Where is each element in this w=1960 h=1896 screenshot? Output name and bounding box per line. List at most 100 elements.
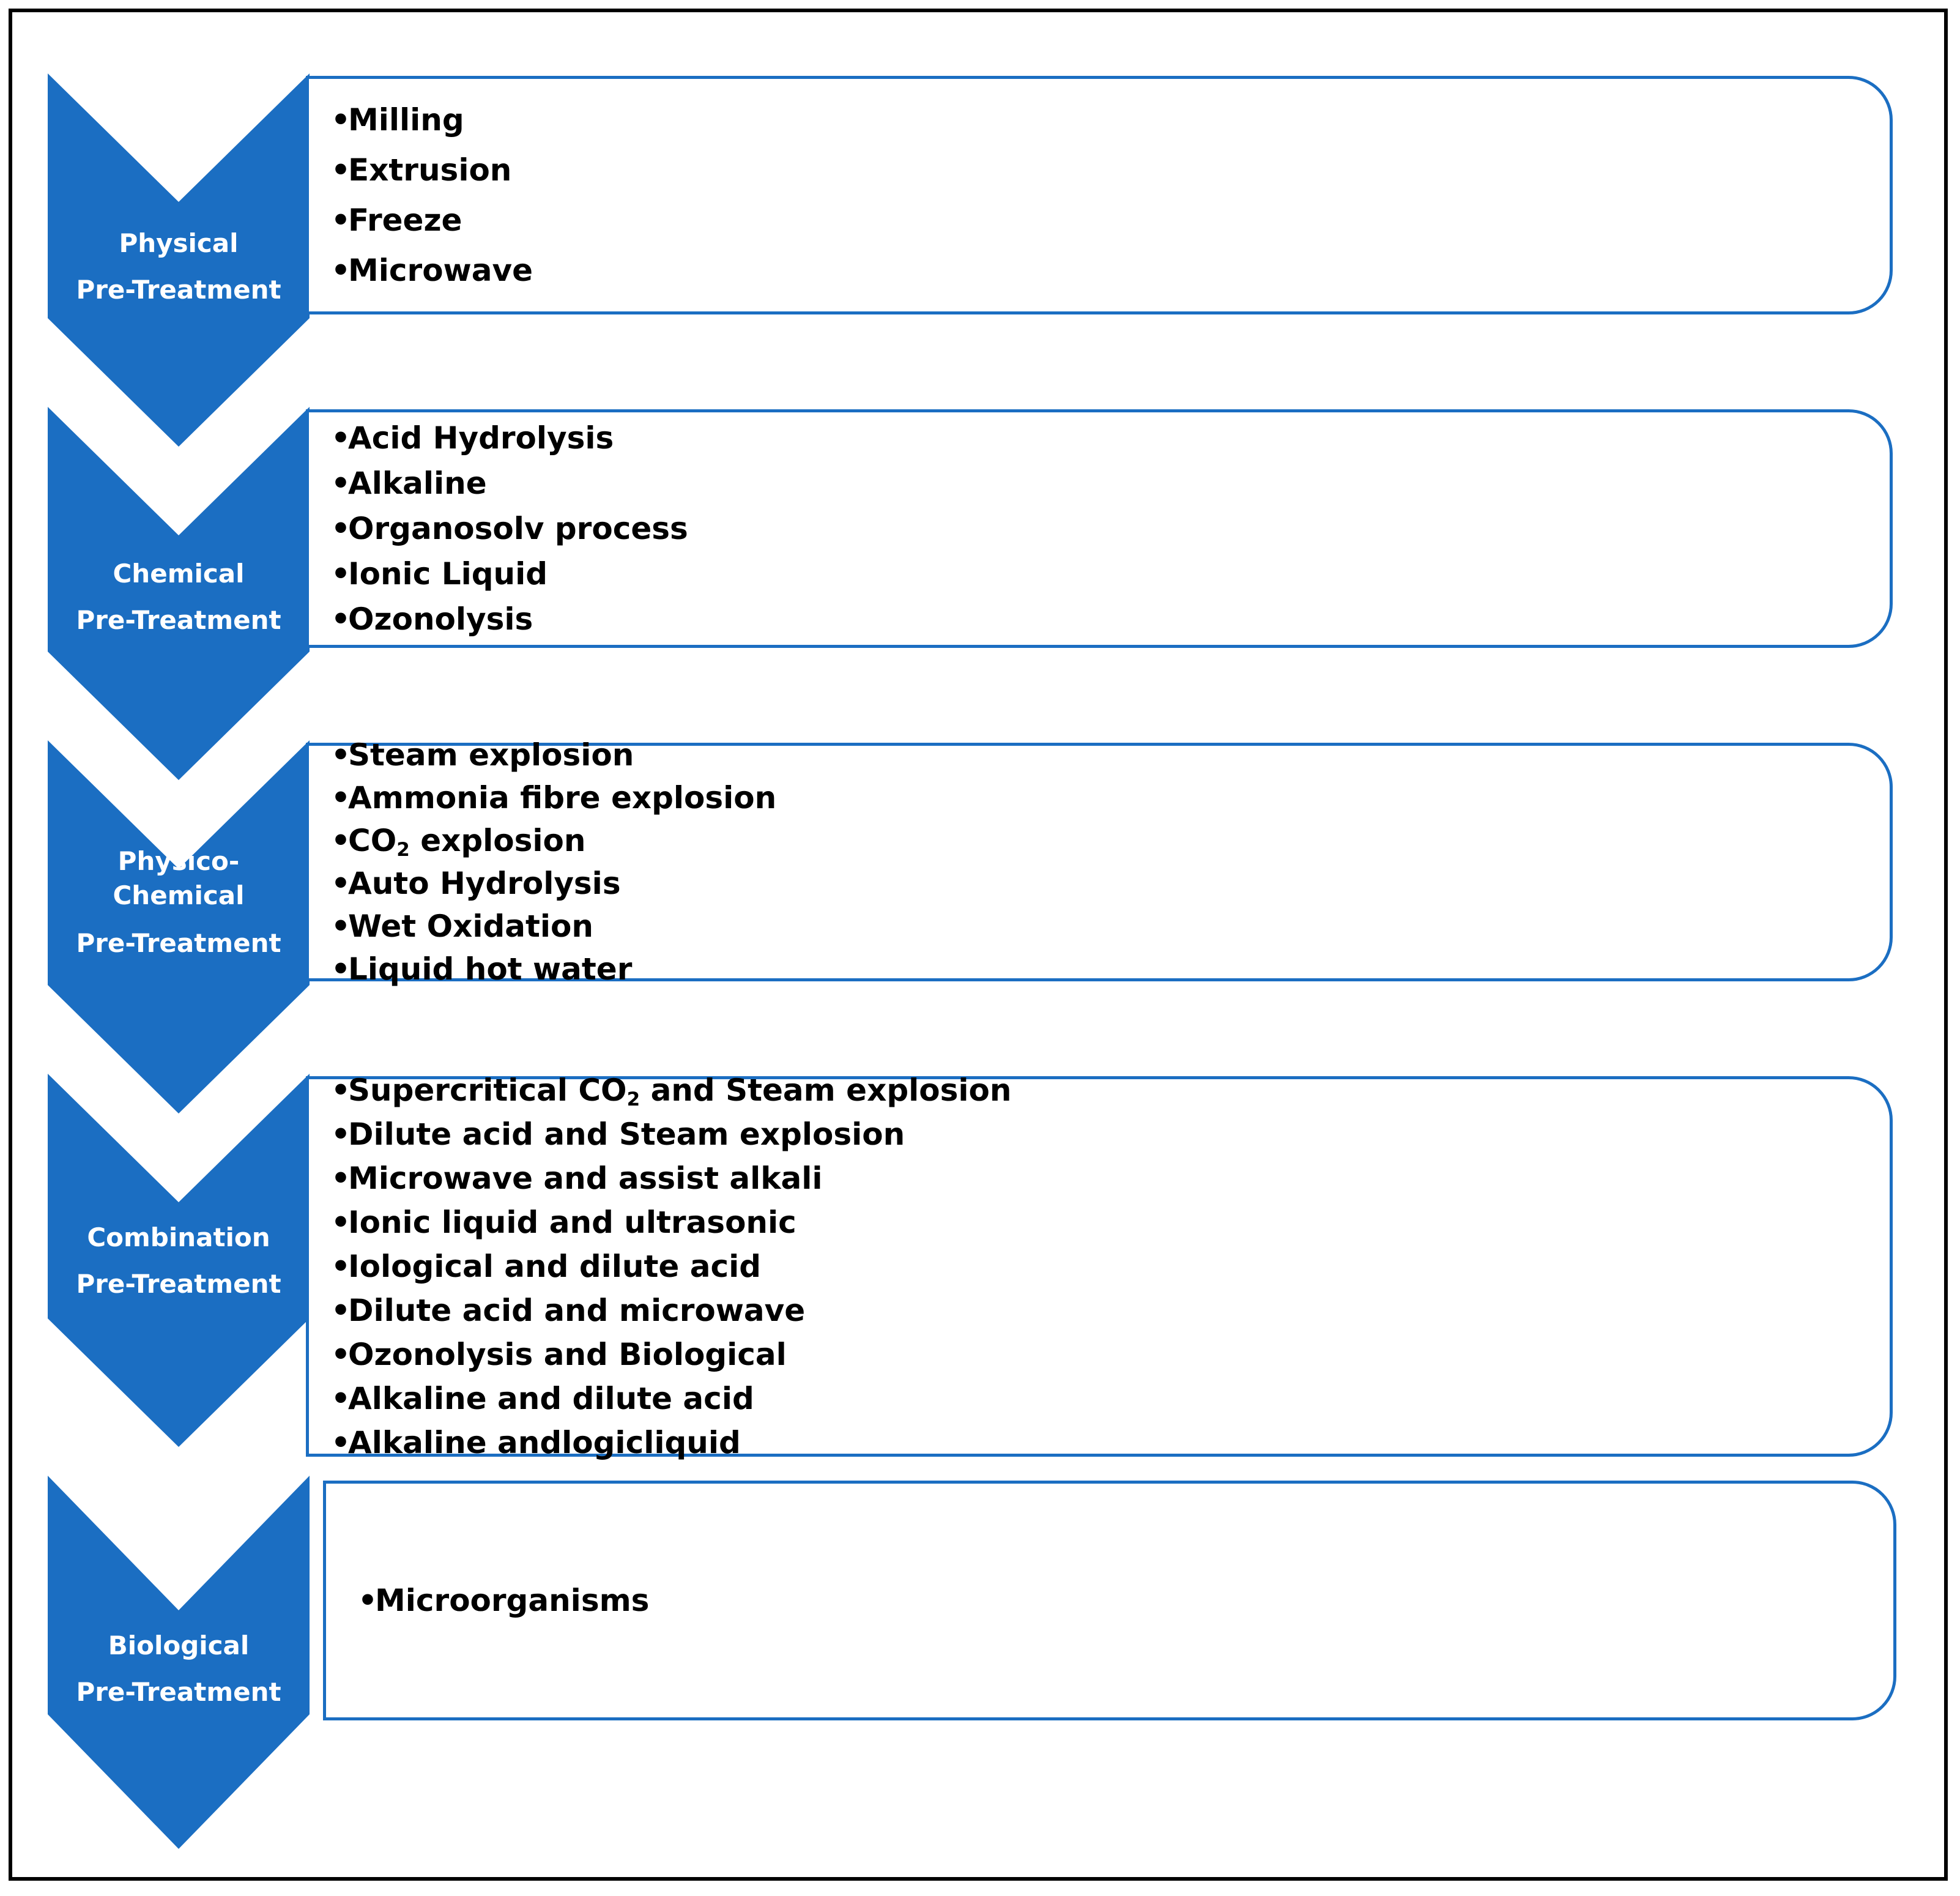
item-text: Alkaline andlogicliquid [348,1425,741,1460]
item-text: Microwave and assist alkali [348,1161,823,1196]
bullet-icon: • [331,1117,351,1152]
chevron-shape [48,740,310,1113]
stage-items-box: •Milling•Extrusion•Freeze•Microwave [306,76,1893,314]
item-text: Acid Hydrolysis [348,420,614,456]
stage-label-line: Pre-Treatment [76,928,281,958]
stage-chevron [48,73,310,447]
list-item: •Microwave [331,251,533,290]
stage-chevron [48,1476,310,1849]
list-item: •Alkaline [331,464,688,503]
stage-item-list: •Milling•Extrusion•Freeze•Microwave [331,79,533,311]
bullet-icon: • [331,1293,351,1328]
bullet-icon: • [331,556,351,592]
bullet-icon: • [331,737,351,773]
stage-items-box: •Supercritical CO2 and Steam explosion•D… [306,1073,1893,1460]
list-item: •Auto Hydrolysis [331,864,776,903]
list-item: •Supercritical CO2 and Steam explosion [331,1071,1011,1110]
list-item: •Alkaline and dilute acid [331,1379,1011,1418]
item-text: Iological and dilute acid [348,1249,762,1284]
list-item: •Ionic Liquid [331,554,688,593]
stage-items-box: •Steam explosion•Ammonia fibre explosion… [306,737,1893,987]
bullet-icon: • [331,823,351,858]
item-text: Auto Hydrolysis [348,866,621,901]
bullet-icon: • [331,909,351,944]
list-item: •Ozonolysis and Biological [331,1335,1011,1374]
item-text: Microwave [348,253,533,288]
chevron-shape [48,407,310,780]
list-item: •Dilute acid and Steam explosion [331,1115,1011,1154]
figure-frame [9,9,1948,1881]
bullet-icon: • [331,1425,351,1460]
stage-label-line: Pre-Treatment [76,1269,281,1299]
list-item: •Ionic liquid and ultrasonic [331,1203,1011,1242]
item-text: Extrusion [348,152,512,188]
bullet-icon: • [331,951,351,987]
item-text: Alkaline [348,466,487,501]
stage-label-line: Pre-Treatment [76,275,281,305]
item-text: Ionic liquid and ultrasonic [348,1205,796,1240]
item-text: Ionic Liquid [348,556,548,592]
item-text: Organosolv process [348,511,688,546]
bullet-icon: • [331,102,351,138]
stage-items-box: •Microorganisms [323,1481,1896,1720]
list-item: •Dilute acid and microwave [331,1291,1011,1330]
list-item: •Iological and dilute acid [331,1247,1011,1286]
item-text: CO2 explosion [348,823,586,861]
stage-chevron [48,740,310,1113]
bullet-icon: • [331,1381,351,1416]
bullet-icon: • [331,1161,351,1196]
bullet-icon: • [331,1249,351,1284]
list-item: •Microorganisms [358,1581,649,1620]
stage-label-line: Pre-Treatment [76,1677,281,1707]
item-text: Supercritical CO2 and Steam explosion [348,1073,1012,1110]
stage-item-list: •Acid Hydrolysis•Alkaline•Organosolv pro… [331,412,688,645]
stage-items-box: •Acid Hydrolysis•Alkaline•Organosolv pro… [306,409,1893,648]
item-text: Ozonolysis and Biological [348,1337,787,1372]
stage-label-line: Physical [119,228,239,258]
list-item: •Wet Oxidation [331,907,776,946]
list-item: •Ammonia fibre explosion [331,778,776,817]
item-text: Ammonia fibre explosion [348,780,777,816]
bullet-icon: • [331,780,351,816]
item-text: Steam explosion [348,737,634,773]
bullet-icon: • [331,511,351,546]
bullet-icon: • [331,1073,351,1108]
list-item: •Extrusion [331,151,533,190]
stage-item-list: •Steam explosion•Ammonia fibre explosion… [331,737,776,987]
stage-chevron [48,407,310,780]
bullet-icon: • [331,1337,351,1372]
bullet-icon: • [331,253,351,288]
bullet-icon: • [331,601,351,637]
stage-chevron [48,1074,310,1447]
stage-item-list: •Microorganisms [358,1484,649,1717]
item-text: Wet Oxidation [348,909,594,944]
subscript-text: 2 [626,1088,640,1110]
list-item: •Steam explosion [331,735,776,775]
chevron-shape [48,73,310,447]
bullet-icon: • [331,1205,351,1240]
stage-label-line: Chemical [113,880,245,910]
item-text: Ozonolysis [348,601,533,637]
bullet-icon: • [331,420,351,456]
item-text: Microorganisms [375,1583,650,1618]
list-item: •Liquid hot water [331,950,776,989]
item-text: Freeze [348,203,462,238]
chevron-shape [48,1074,310,1447]
item-text: Dilute acid and Steam explosion [348,1117,905,1152]
item-text: Liquid hot water [348,951,633,987]
bullet-icon: • [331,152,351,188]
subscript-text: 2 [396,838,410,861]
list-item: •Alkaline andlogicliquid [331,1423,1011,1462]
stage-label-line: Biological [108,1630,250,1660]
list-item: •Ozonolysis [331,600,688,639]
bullet-icon: • [358,1583,377,1618]
stage-label-line: Pre-Treatment [76,605,281,635]
bullet-icon: • [331,203,351,238]
item-text: Alkaline and dilute acid [348,1381,754,1416]
